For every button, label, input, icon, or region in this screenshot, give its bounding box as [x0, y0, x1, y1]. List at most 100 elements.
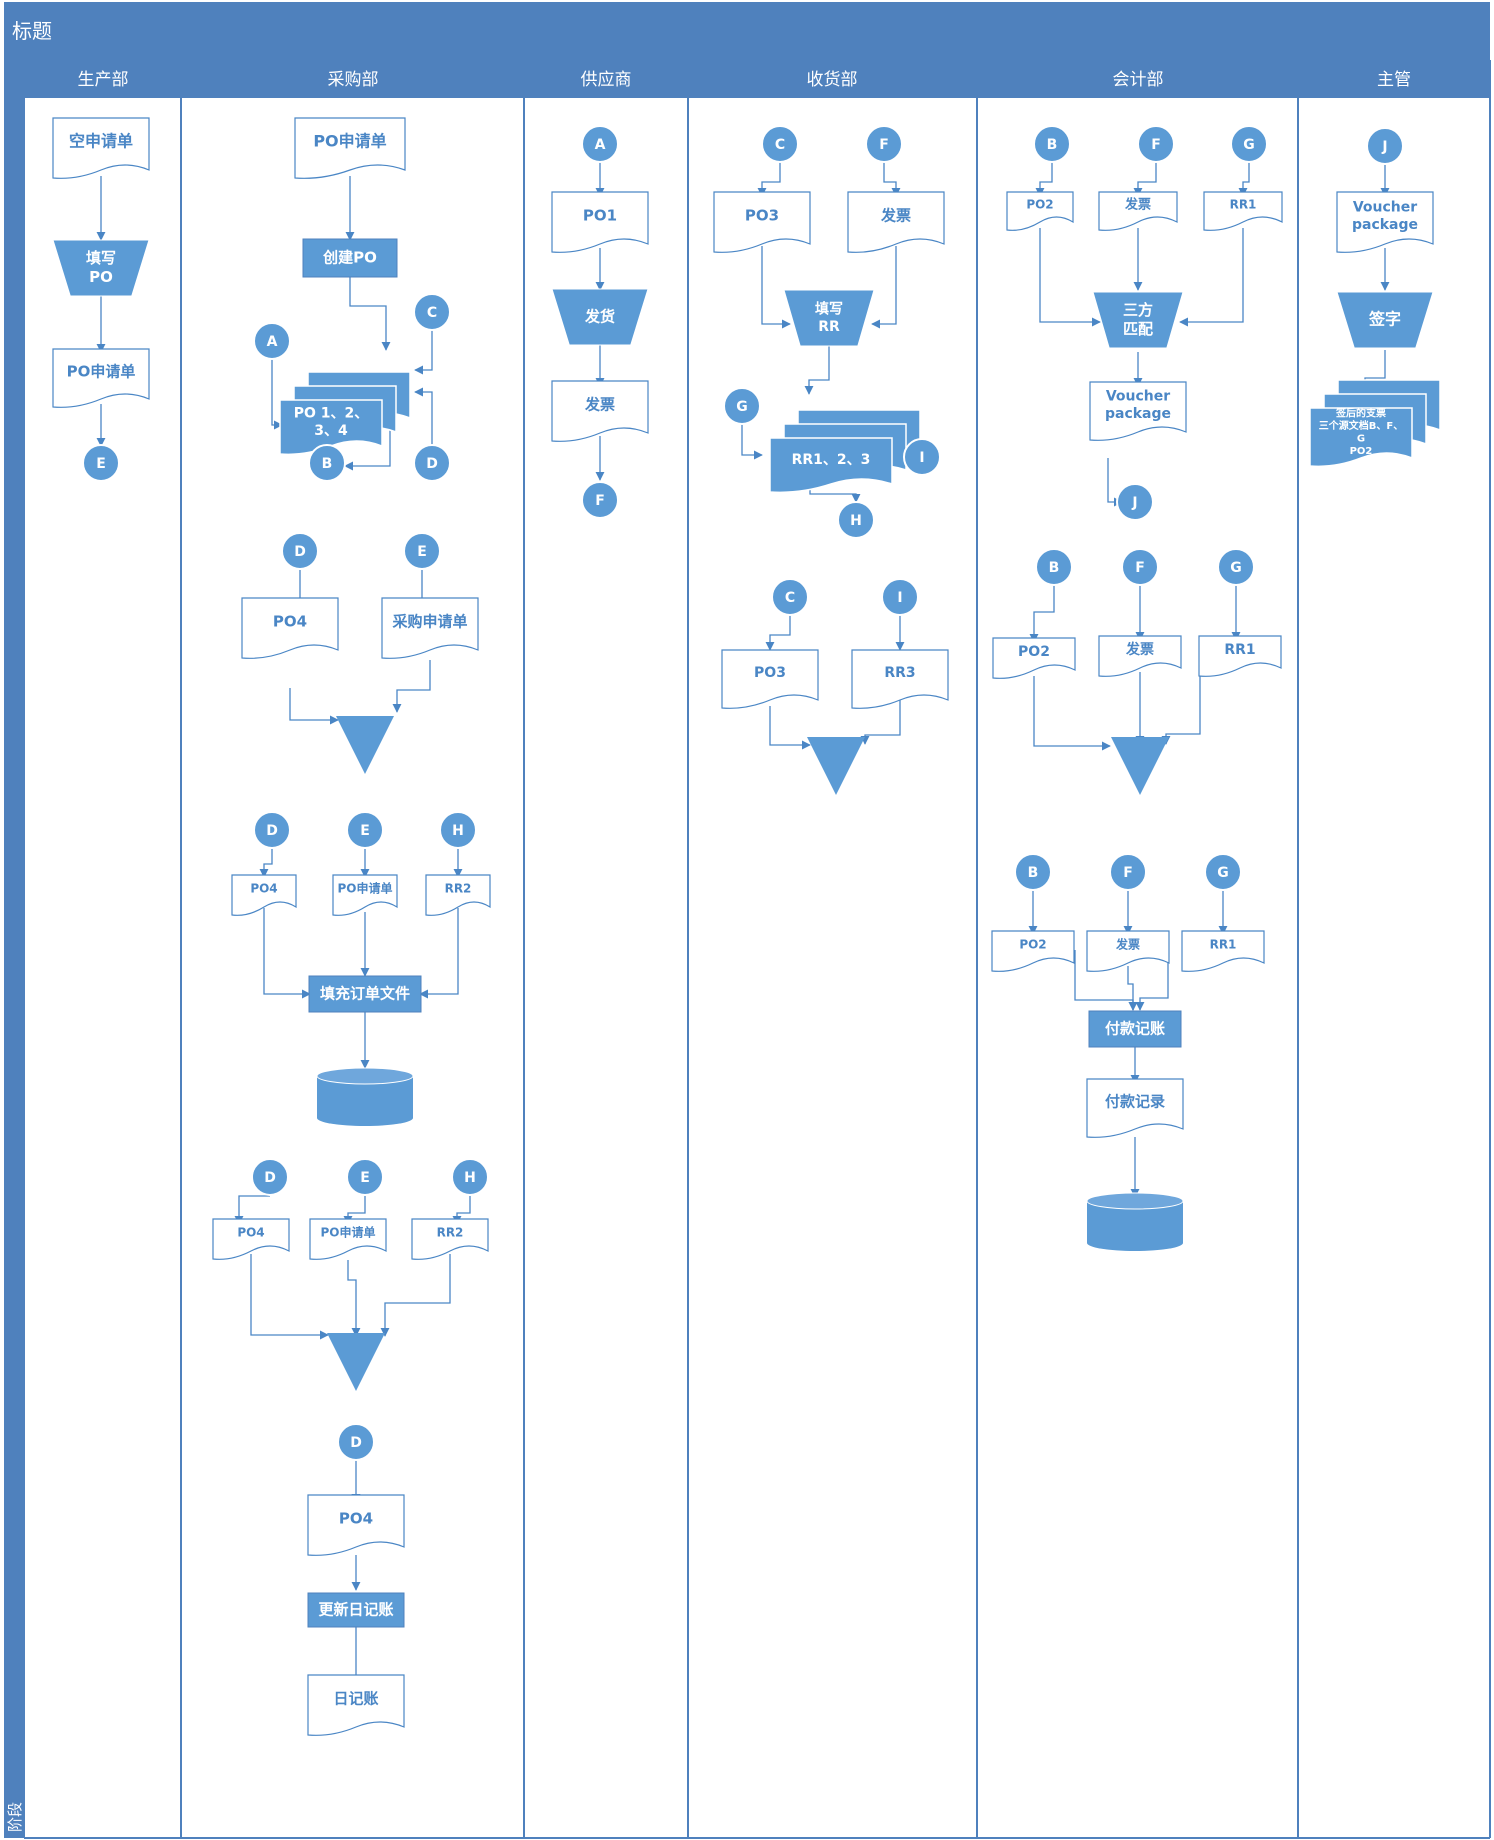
- connector-circle-shape: [881, 578, 919, 616]
- node-text: G: [1243, 137, 1255, 153]
- document-node: PO4: [212, 1218, 290, 1260]
- document-shape: [1086, 1078, 1184, 1138]
- node-text: 填充订单文件: [320, 985, 410, 1003]
- connector-circle: E: [403, 532, 441, 570]
- document-node: PO1: [551, 191, 649, 253]
- node-text: PO4: [339, 1510, 373, 1528]
- document-node: 发票: [847, 191, 945, 253]
- document-shape: [411, 1218, 489, 1260]
- lane-dividers: [23, 60, 1491, 1839]
- merge-node: [1111, 737, 1169, 795]
- document-node: 空申请单: [52, 117, 150, 179]
- connector-circle-shape: [581, 125, 619, 163]
- node-text: 付款记录: [1105, 1093, 1165, 1111]
- connector-circle-shape: [281, 532, 319, 570]
- connector-circle-shape: [1366, 127, 1404, 165]
- connector-circle: H: [837, 501, 875, 539]
- connector-circle: E: [346, 1158, 384, 1196]
- connector-circle-shape: [1109, 853, 1147, 891]
- connector-circle: F: [1109, 853, 1147, 891]
- document-shape: [212, 1218, 290, 1260]
- document-shape: [1006, 191, 1074, 231]
- connector-circle-shape: [413, 293, 451, 331]
- connector-lines: [96, 162, 1390, 1685]
- diagram-title: 标题: [12, 19, 52, 43]
- node-text: C: [427, 305, 437, 321]
- node-text: E: [417, 544, 427, 560]
- node-text: PO申请单: [313, 132, 386, 151]
- document-shape: [332, 874, 398, 916]
- document-node: 发票: [1098, 635, 1182, 677]
- connector-circle: J: [1116, 483, 1154, 521]
- document-shape: [551, 380, 649, 442]
- node-text: 发票: [584, 396, 615, 414]
- node-text: RR3: [884, 665, 915, 681]
- document-shape: [241, 597, 339, 659]
- node-text: PO申请单: [67, 363, 136, 381]
- document-shape: [721, 649, 819, 709]
- node-text: Voucher: [1106, 388, 1170, 404]
- connector-circle: C: [761, 125, 799, 163]
- connector-circle: F: [581, 481, 619, 519]
- connector-circle-shape: [1121, 548, 1159, 586]
- connector-circle: H: [451, 1158, 489, 1196]
- node-text: D: [264, 1170, 276, 1186]
- document-shape: [381, 597, 479, 659]
- phase-label: 阶段: [6, 1802, 24, 1832]
- document-shape: [307, 1674, 405, 1736]
- database-top: [1086, 1192, 1184, 1210]
- node-text: PO: [89, 268, 113, 286]
- node-text: package: [1105, 406, 1171, 422]
- document-shape: [231, 874, 297, 916]
- document-shape: [992, 637, 1076, 679]
- manual-operation-shape: [52, 239, 150, 297]
- connector-circle-shape: [723, 387, 761, 425]
- process-shape: [308, 975, 422, 1013]
- manual-operation-shape: [551, 288, 649, 346]
- node-text: 创建PO: [322, 249, 377, 267]
- node-text: 日记账: [333, 1690, 378, 1708]
- node-text: PO2: [1019, 938, 1046, 952]
- process-shape: [1088, 1010, 1182, 1048]
- node-text: F: [1123, 865, 1133, 881]
- document-shape: [307, 1494, 405, 1556]
- document-shape: [1198, 635, 1282, 677]
- connector-circle: F: [1121, 548, 1159, 586]
- node-text: A: [267, 334, 278, 350]
- node-text: E: [360, 823, 370, 839]
- node-text: 付款记账: [1105, 1020, 1165, 1038]
- connector-circle: B: [308, 444, 346, 482]
- connector-circle-shape: [82, 444, 120, 482]
- node-text: C: [775, 137, 785, 153]
- document-node: PO2: [992, 637, 1076, 679]
- document-shape: [425, 874, 491, 916]
- document-shape: [294, 117, 406, 179]
- node-text: E: [96, 456, 106, 472]
- connector-circle: G: [723, 387, 761, 425]
- document-node: Voucher package: [1089, 381, 1187, 441]
- document-shape: [991, 930, 1075, 972]
- node-text: G: [1357, 433, 1365, 444]
- phase-bar: [4, 60, 24, 1838]
- document-node: 发票: [1086, 930, 1170, 972]
- node-text: I: [897, 590, 902, 606]
- document-node: PO申请单: [52, 348, 150, 408]
- node-text: J: [1381, 139, 1387, 155]
- document-shape: [551, 191, 649, 253]
- document-shape: [1336, 191, 1434, 253]
- document-shape: [1181, 930, 1265, 972]
- document-node: RR2: [425, 874, 491, 916]
- connector-circle-shape: [413, 444, 451, 482]
- node-text: H: [452, 823, 464, 839]
- connector-circle: D: [281, 532, 319, 570]
- database-node: [1086, 1192, 1184, 1251]
- document-node: PO3: [713, 191, 811, 253]
- node-text: PO 1、2、: [294, 405, 369, 421]
- connector-circle: A: [253, 322, 291, 360]
- node-text: RR: [818, 319, 840, 335]
- title-bar: [4, 2, 1490, 60]
- document-shape: [713, 191, 811, 253]
- node-text: 三个源文档B、F、: [1319, 419, 1403, 432]
